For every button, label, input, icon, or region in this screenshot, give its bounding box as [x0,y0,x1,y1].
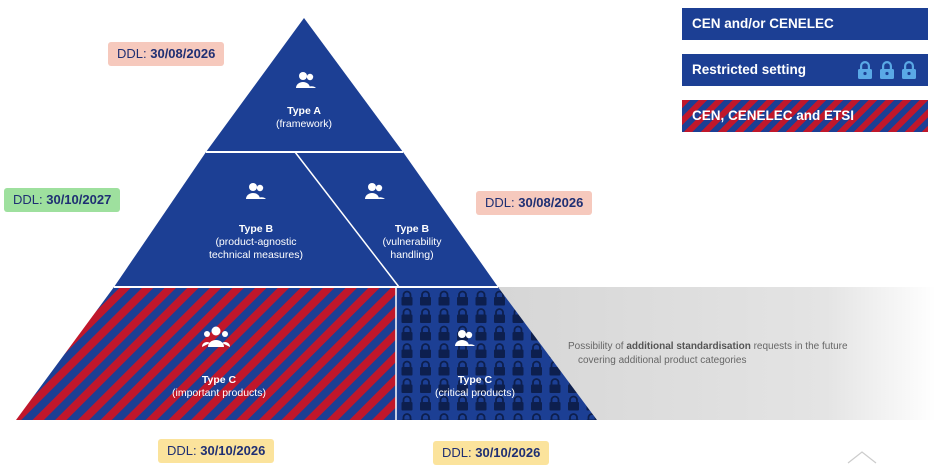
deadline-date: 30/08/2026 [518,195,584,210]
type-b-vuln-section [295,152,498,287]
deadline-prefix: DDL: [485,195,519,210]
people-group-icon [455,329,475,352]
deadline-prefix: DDL: [117,46,151,61]
type-c-important-label: Type C (important products) [154,374,284,400]
deadline-prefix: DDL: [167,443,201,458]
legend-cen-cenelec: CEN and/or CENELEC [682,8,928,40]
type-a-subtitle: (framework) [275,118,332,130]
deadline-type-b-generic: DDL: 30/10/2027 [4,188,121,212]
people-group-icon [202,326,230,353]
type-c-critical-title: Type C [457,374,493,386]
deadline-type-c-important: DDL: 30/10/2026 [158,439,275,463]
type-b-generic-label: Type B (product-agnostic technical measu… [186,223,326,262]
deadline-date: 30/08/2026 [150,46,216,61]
type-c-important-section [16,287,396,420]
people-group-icon [365,182,385,205]
deadline-type-a: DDL: 30/08/2026 [108,42,225,66]
deadline-type-c-critical: DDL: 30/10/2026 [433,441,550,465]
type-c-critical-subtitle: (critical products) [435,387,515,399]
future-text-line2: covering additional product categories [578,355,747,366]
padlock-icon [856,60,922,92]
deadline-date: 30/10/2027 [46,192,112,207]
future-text-pre: Possibility of [568,341,627,352]
type-c-critical-label: Type C (critical products) [420,374,530,400]
deadline-date: 30/10/2026 [475,445,541,460]
type-c-important-title: Type C [201,374,237,386]
type-b-generic-title: Type B [238,223,274,235]
type-b-generic-sub2: technical measures) [209,249,303,261]
type-b-vuln-title: Type B [394,223,430,235]
legend-cen-cenelec-etsi: CEN, CENELEC and ETSI [682,100,928,132]
future-requests-note: Possibility of additional standardisatio… [568,340,928,368]
people-group-icon [246,182,266,205]
deadline-type-b-vuln: DDL: 30/08/2026 [476,191,593,215]
decorative-chevron-icon [847,451,877,464]
type-b-vuln-sub1: (vulnerability [382,236,442,248]
people-group-icon [296,71,316,94]
type-b-generic-sub1: (product-agnostic [215,236,297,248]
deadline-prefix: DDL: [13,192,47,207]
legend-label: CEN and/or CENELEC [692,16,834,31]
type-b-vuln-sub2: handling) [390,249,434,261]
deadline-prefix: DDL: [442,445,476,460]
type-b-generic-section [114,152,399,287]
type-c-important-subtitle: (important products) [172,387,266,399]
type-b-vuln-label: Type B (vulnerability handling) [362,223,462,262]
type-a-label: Type A (framework) [254,105,354,131]
future-text-bold: additional standardisation [626,341,751,352]
legend-restricted: Restricted setting [682,54,928,86]
future-text-post: requests in the future [750,341,848,352]
legend-label: CEN, CENELEC and ETSI [692,108,855,123]
deadline-date: 30/10/2026 [200,443,266,458]
legend-label: Restricted setting [692,62,807,77]
type-c-critical-section [396,287,597,420]
type-a-title: Type A [287,105,321,117]
